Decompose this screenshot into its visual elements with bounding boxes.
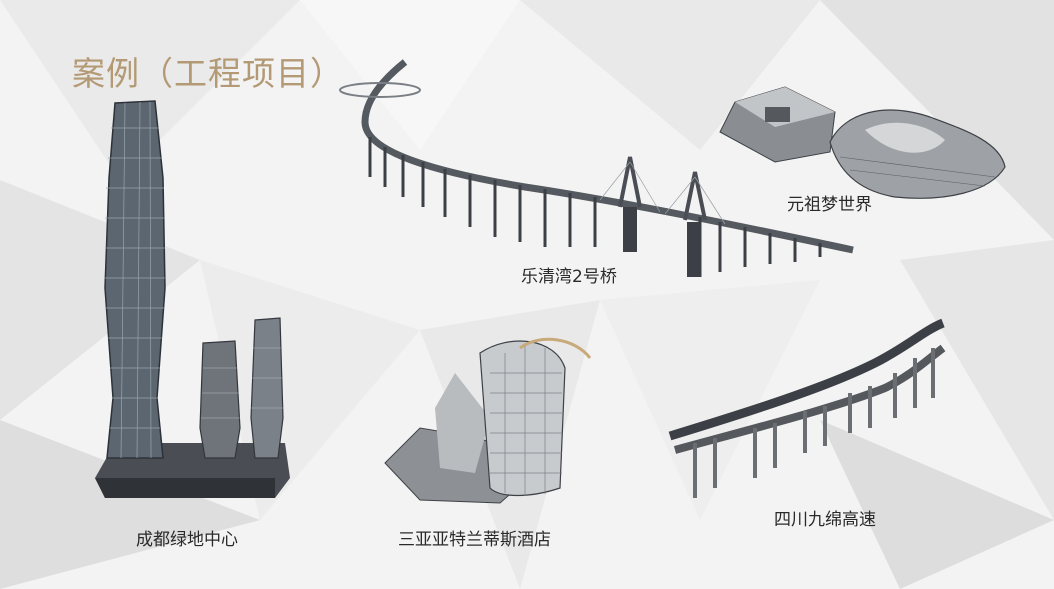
skyscraper-model (95, 100, 290, 498)
cable-stayed-bridge-model (339, 59, 854, 277)
project-caption-yuanzu: 元祖梦世界 (787, 195, 872, 215)
theme-park-building-model (719, 86, 1006, 199)
elevated-highway-model (668, 318, 946, 498)
resort-hotel-model (384, 337, 592, 504)
slide-title: 案例（工程项目） (72, 54, 344, 93)
project-caption-jiumian: 四川九绵高速 (774, 510, 876, 530)
project-caption-yueqing-bridge: 乐清湾2号桥 (521, 267, 617, 287)
project-caption-chengdu: 成都绿地中心 (136, 530, 238, 550)
project-caption-sanya: 三亚亚特兰蒂斯酒店 (398, 530, 551, 550)
